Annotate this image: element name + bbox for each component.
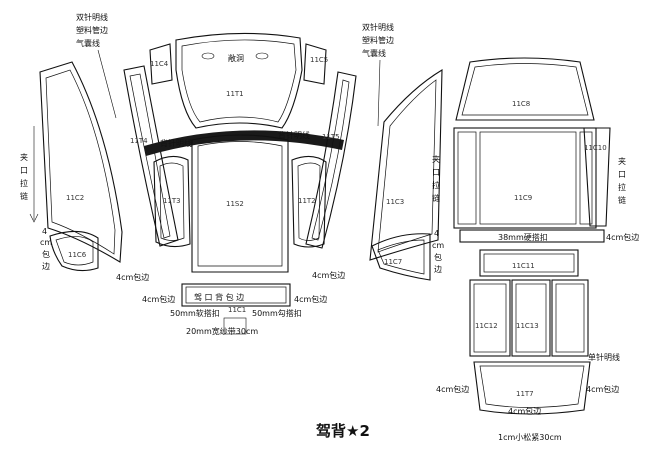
svg-text:塑料管边: 塑料管边 [76,25,108,35]
label-11C6: 11C6 [68,251,87,259]
label-11S2: 11S2 [226,200,244,208]
annotation-wrap-mid-vertical: 4 cm 包 边 [432,229,444,274]
annotation-elastic: 1cm小松紧30cm [498,432,562,442]
piece-11C3: 11C3 [369,69,443,261]
top-opening-label: 敞洞 [228,53,244,63]
annotation-gauze-belt: 20mm宽纱带30cm [186,326,258,336]
label-11C2: 11C2 [66,194,84,202]
svg-text:夹: 夹 [20,152,28,162]
annotation-zipper-mid: 夹 口 拉 链 [432,154,440,203]
label-11T2: 11T2 [298,197,316,205]
piece-11C9: 11C9 [453,127,597,229]
label-11C9: 11C9 [514,194,532,202]
svg-text:口: 口 [20,166,28,175]
label-11T7: 11T7 [516,390,534,398]
label-11T4: 11T4 [130,137,148,145]
piece-11T5: 11T5 [305,71,357,249]
label-11C1: 11C1 [228,306,246,314]
svg-text:气囊线: 气囊线 [362,48,386,58]
piece-11S2: 11S2 [191,134,289,273]
svg-text:链: 链 [432,193,440,203]
hard-buckle-strip: 38mm硬搭扣 [459,229,605,243]
annotation-wrap-4cm-right: 4cm包边 [606,232,639,242]
label-11C10: 11C10 [584,144,607,152]
annotation-hook-buckle: 50mm勾搭扣 [252,308,302,318]
label-11T5: 11T5 [322,133,340,141]
piece-11T4: 11T4 [123,65,179,247]
svg-text:cm: cm [432,241,444,250]
piece-11C7: 11C7 [371,233,431,281]
label-11T3: 11T3 [163,197,181,205]
piece-11T7: 11T7 [473,361,591,415]
piece-11C6: 11C6 [49,230,99,272]
annotation-wrap-4cm-c: 4cm包边 [312,270,345,280]
label-11C8: 11C8 [512,100,530,108]
svg-text:拉: 拉 [432,180,440,190]
svg-text:夹: 夹 [618,156,626,166]
seat-mark: 驾 口 背 包 边 [194,292,244,302]
svg-text:边: 边 [434,264,442,274]
annotation-wrap-4cm-bottom: 4cm包边 [508,406,541,416]
annotation-zipper-right: 夹 口 拉 链 [618,156,626,205]
headrest-left-label: 背针明线 [160,138,192,148]
svg-text:链: 链 [618,195,626,205]
sheet-title: 驾背★2 [316,422,370,440]
label-11C13: 11C13 [516,322,539,330]
piece-11T2: 11T2 [291,155,327,248]
svg-text:塑料管边: 塑料管边 [362,35,394,45]
svg-text:口: 口 [618,170,626,179]
piece-11C2: 11C2 [39,61,123,263]
svg-text:cm: cm [40,238,52,247]
svg-text:口: 口 [432,168,440,177]
svg-text:拉: 拉 [20,178,28,188]
piece-11C10: 11C10 [583,127,611,227]
annotation-hard-buckle: 38mm硬搭扣 [498,232,548,242]
annotation-wrap-4cm-d: 4cm包边 [294,294,327,304]
piece-11C1: 驾 口 背 包 边 11C1 [181,283,291,335]
piece-11C12: 11C12 [469,279,511,357]
annotation-zipper-left: 夹 口 拉 链 [20,126,39,223]
annotation-wrap-4cm-b: 4cm包边 [142,294,175,304]
svg-text:4: 4 [42,227,47,236]
annotation-wrap-4cm-a: 4cm包边 [116,272,149,282]
piece-11C4: 11C4 [149,43,173,85]
headrest-band: 背针明线 背针明线 [144,130,344,156]
piece-11T3: 11T3 [153,155,191,248]
svg-text:4: 4 [434,229,439,238]
label-11C5: 11C5 [310,56,328,64]
annotation-wrap-4cm-br: 4cm包边 [586,384,619,394]
piece-11C11: 11C11 [479,249,579,277]
annotation-stitch-right: 双针明线 塑料管边 气囊线 [362,22,394,127]
svg-text:气囊线: 气囊线 [76,38,100,48]
label-11C3: 11C3 [386,198,404,206]
svg-text:包: 包 [42,249,50,259]
svg-text:拉: 拉 [618,182,626,192]
label-11C7: 11C7 [384,258,402,266]
svg-text:边: 边 [42,261,50,271]
label-11C11: 11C11 [512,262,535,270]
piece-11C13: 11C13 [511,279,551,357]
piece-11T1: 敞洞 11T1 [175,32,303,129]
label-11C12: 11C12 [475,322,498,330]
label-11C4: 11C4 [150,60,169,68]
annotation-wrap-left-vertical: 4 cm 包 边 [40,227,52,271]
svg-text:双针明线: 双针明线 [76,12,108,22]
annotation-stitch-left: 双针明线 塑料管边 气囊线 [76,12,117,119]
piece-right-column [551,279,589,357]
svg-text:包: 包 [434,252,442,262]
piece-11C8: 11C8 [455,57,595,121]
svg-text:双针明线: 双针明线 [362,22,394,32]
annotation-single-needle: 单针明线 [588,352,620,362]
svg-text:夹: 夹 [432,154,440,164]
annotation-soft-buckle: 50mm软搭扣 [170,308,220,318]
piece-11C5: 11C5 [303,43,328,85]
label-11T1: 11T1 [226,90,244,98]
headrest-right-label: 背针明线 [278,130,310,140]
svg-text:链: 链 [20,191,28,201]
annotation-wrap-4cm-bl: 4cm包边 [436,384,469,394]
